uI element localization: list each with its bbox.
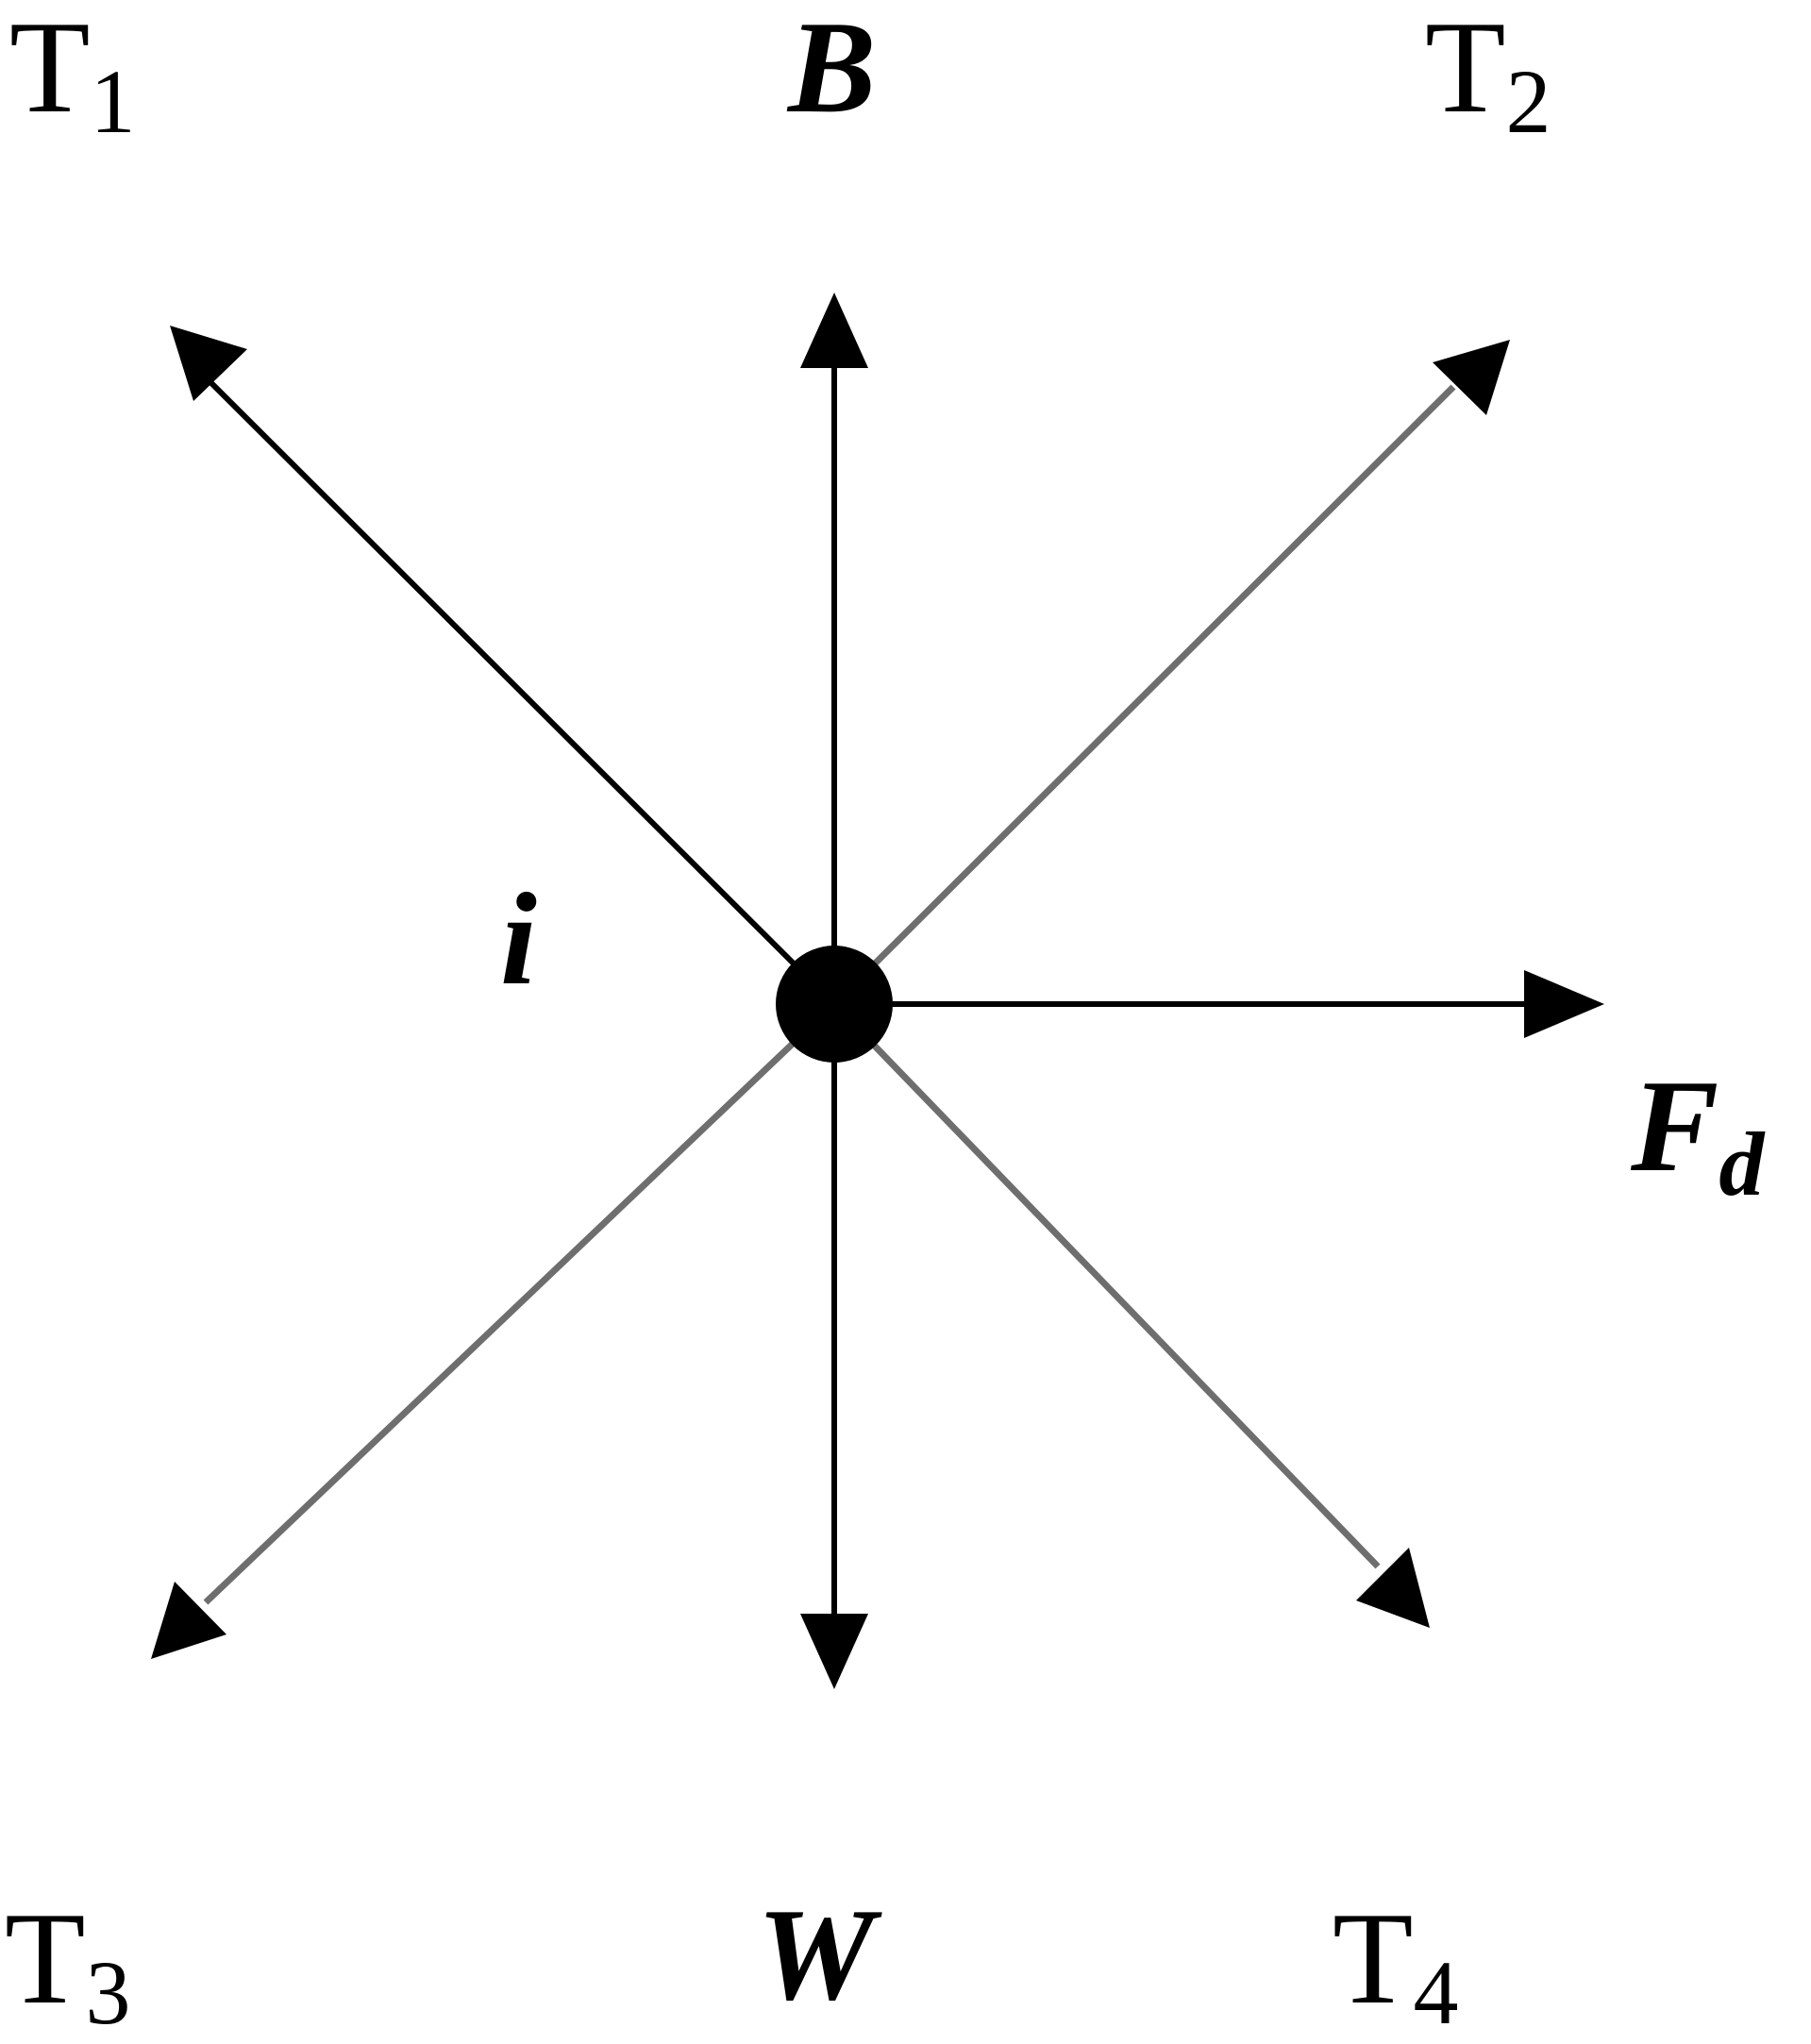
label-w: W [757, 1882, 882, 2028]
force-vectors [151, 293, 1604, 1689]
label-i: i [500, 866, 537, 1013]
label-t2: T2 [1425, 0, 1551, 152]
body-point [776, 946, 893, 1063]
label-t3: T3 [5, 1885, 131, 2043]
arrow-t1 [170, 326, 837, 1007]
arrow-t4 [831, 1001, 1430, 1628]
arrow-t2 [831, 340, 1510, 1007]
label-b: B [786, 0, 876, 141]
label-t1: T1 [9, 0, 136, 152]
labels: T1 B T2 i Fd T3 W T4 [5, 0, 1766, 2043]
label-t4: T4 [1333, 1885, 1459, 2043]
label-fd: Fd [1630, 1053, 1766, 1215]
arrow-fd [834, 970, 1604, 1038]
arrow-t3 [151, 1001, 837, 1659]
arrow-b [800, 293, 868, 1004]
arrow-w [800, 1004, 868, 1689]
